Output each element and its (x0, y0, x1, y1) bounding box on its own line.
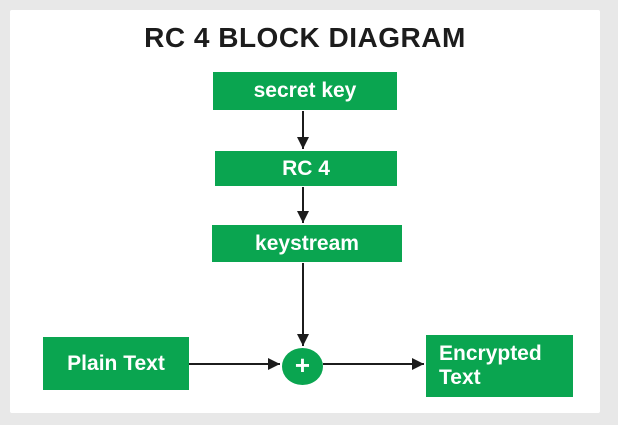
node-keystream-label: keystream (255, 231, 359, 255)
diagram-title: RC 4 BLOCK DIAGRAM (144, 22, 466, 53)
node-plain-text: Plain Text (43, 337, 189, 390)
node-xor-operator: + (282, 348, 323, 385)
node-encrypted-text-label: Encrypted Text (439, 342, 542, 389)
node-plain-text-label: Plain Text (67, 351, 165, 375)
node-keystream: keystream (212, 225, 402, 262)
node-secret-key: secret key (213, 72, 397, 110)
node-encrypted-text: Encrypted Text (426, 335, 573, 397)
node-rc4-label: RC 4 (282, 156, 330, 180)
xor-plus-icon: + (294, 349, 311, 380)
node-secret-key-label: secret key (253, 79, 357, 103)
node-rc4: RC 4 (215, 151, 397, 186)
